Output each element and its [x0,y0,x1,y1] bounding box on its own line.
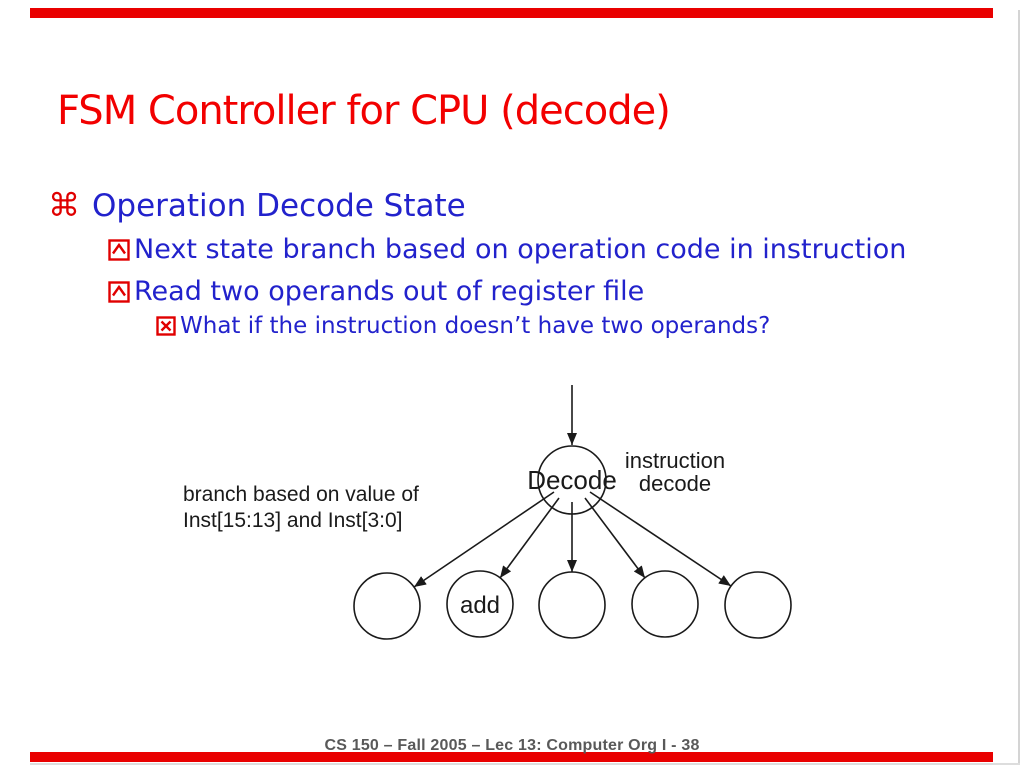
bullet-item-read-operands: Read two operands out of register file [108,276,644,307]
bullet-item-operation-decode: ⌘ Operation Decode State [48,186,466,224]
slide-shadow-right [1018,10,1020,763]
bullet-item-next-state: Next state branch based on operation cod… [108,234,906,265]
footer-text: CS 150 – Fall 2005 – Lec 13: Computer Or… [324,737,700,754]
state-circle-add [446,570,514,638]
bullet-text: Operation Decode State [92,188,466,224]
bullet-text: What if the instruction doesn’t have two… [180,313,771,339]
branch-note-line1: branch based on value of [183,483,419,506]
state-circle-1 [353,572,421,640]
bullet-text: Next state branch based on operation cod… [134,234,907,265]
box-x-icon [156,316,176,336]
slide-shadow-bottom [30,763,1020,765]
instruction-decode-label-line1: instruction [625,448,725,473]
state-circle-3 [538,571,606,639]
bullet-text: Read two operands out of register file [134,276,645,307]
command-bullet-icon: ⌘ [48,186,80,224]
top-red-bar [30,8,993,18]
state-circle-4 [631,570,699,638]
branch-arrow-1 [413,491,555,588]
box-caret-icon [108,281,130,303]
branch-arrow-5 [589,491,732,587]
fsm-decode-diagram: Decode instruction decode branch based o… [183,385,792,640]
bottom-red-bar [30,752,993,762]
state-circle-5 [724,571,792,639]
branch-arrow-4 [584,497,646,579]
add-state-label: add [460,592,500,619]
box-caret-icon [108,239,130,261]
instruction-decode-label-line2: decode [639,471,711,496]
branch-arrow-2 [499,497,560,579]
branch-note-line2: Inst[15:13] and Inst[3:0] [183,509,403,532]
bullet-item-two-operands-question: What if the instruction doesn’t have two… [156,313,770,339]
decode-state-label: Decode [527,465,617,495]
slide-title: FSM Controller for CPU (decode) [57,88,671,134]
